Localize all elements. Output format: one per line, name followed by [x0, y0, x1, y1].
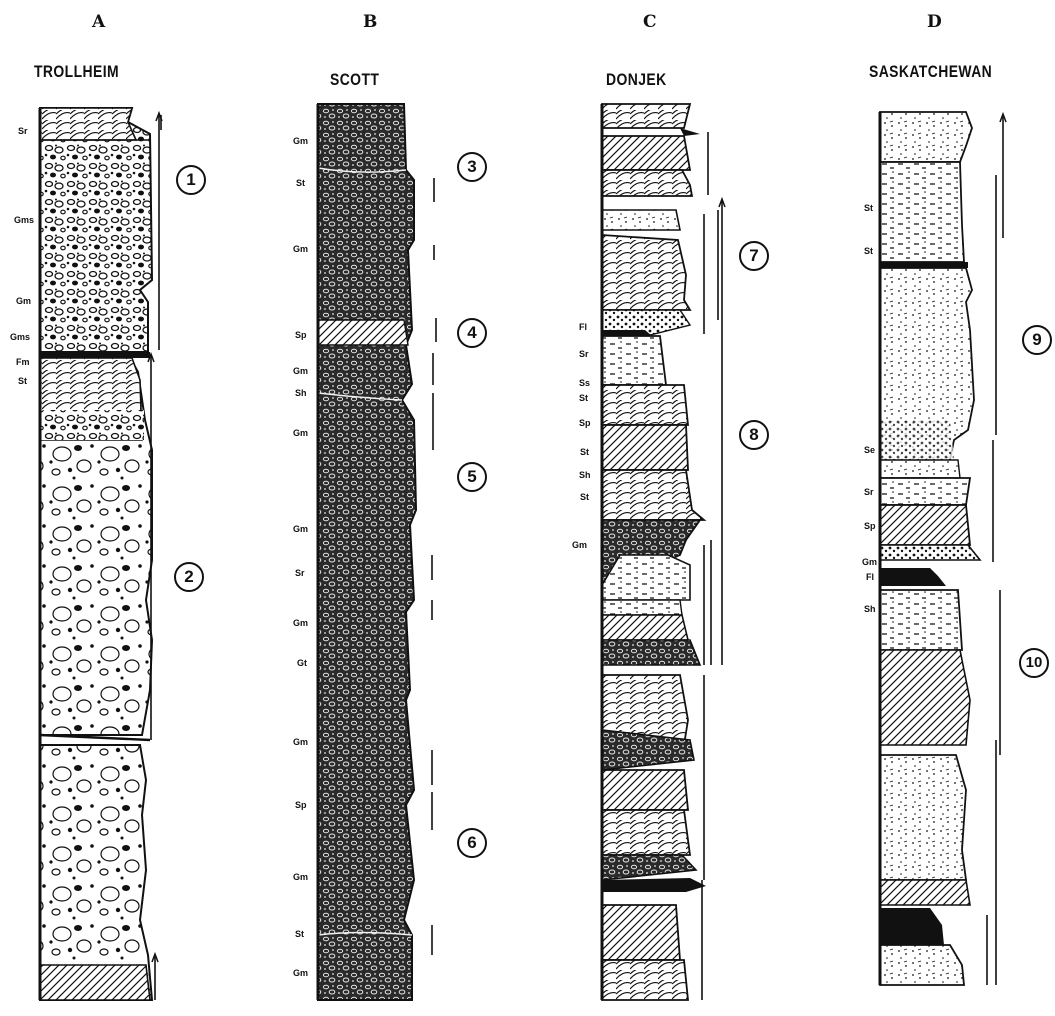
facies-code: Gm [572, 540, 587, 550]
cycle-number-7: 7 [739, 241, 769, 271]
cycle-number-2: 2 [174, 562, 204, 592]
facies-code: St [580, 447, 589, 457]
facies-code: Sh [864, 604, 876, 614]
facies-code: Gm [293, 968, 308, 978]
cycle-number-6: 6 [457, 828, 487, 858]
cycle-number-10: 10 [1019, 648, 1049, 678]
facies-code: Gm [293, 244, 308, 254]
facies-code: St [864, 203, 873, 213]
facies-code: Gm [293, 136, 308, 146]
facies-code: St [580, 492, 589, 502]
facies-code: Sp [295, 800, 307, 810]
facies-code: Gm [293, 524, 308, 534]
facies-code: Gm [293, 428, 308, 438]
facies-code: Sh [295, 388, 307, 398]
facies-code: Gm [293, 618, 308, 628]
facies-code: St [579, 393, 588, 403]
facies-code: Sr [579, 349, 589, 359]
facies-code: Ss [579, 378, 590, 388]
facies-code: Gm [862, 557, 877, 567]
facies-code: Gt [297, 658, 307, 668]
facies-code: Gm [293, 872, 308, 882]
facies-code: Se [864, 445, 875, 455]
facies-code: Fl [579, 322, 587, 332]
facies-code: Gm [293, 366, 308, 376]
facies-code: St [18, 376, 27, 386]
cycle-number-4: 4 [457, 318, 487, 348]
facies-code: Sh [579, 470, 591, 480]
column-c-log [602, 104, 725, 1000]
column-d-log [880, 112, 1006, 985]
facies-code: Gms [14, 215, 34, 225]
facies-code: Sr [864, 487, 874, 497]
facies-code: Gm [16, 296, 31, 306]
column-a-log [40, 108, 162, 1000]
cycle-number-9: 9 [1022, 325, 1052, 355]
facies-code: Sr [18, 126, 28, 136]
facies-code: Sp [579, 418, 591, 428]
cycle-number-8: 8 [739, 420, 769, 450]
facies-code: Gm [293, 737, 308, 747]
facies-code: Sr [295, 568, 305, 578]
cycle-number-3: 3 [457, 152, 487, 182]
facies-code: Fm [16, 357, 30, 367]
facies-code: Fl [866, 572, 874, 582]
cycle-number-5: 5 [457, 462, 487, 492]
column-b-log [318, 104, 436, 1000]
cycle-number-1: 1 [176, 165, 206, 195]
facies-code: St [296, 178, 305, 188]
facies-code: Sp [864, 521, 876, 531]
facies-code: Gms [10, 332, 30, 342]
facies-code: Sp [295, 330, 307, 340]
facies-code: St [864, 246, 873, 256]
facies-code: St [295, 929, 304, 939]
